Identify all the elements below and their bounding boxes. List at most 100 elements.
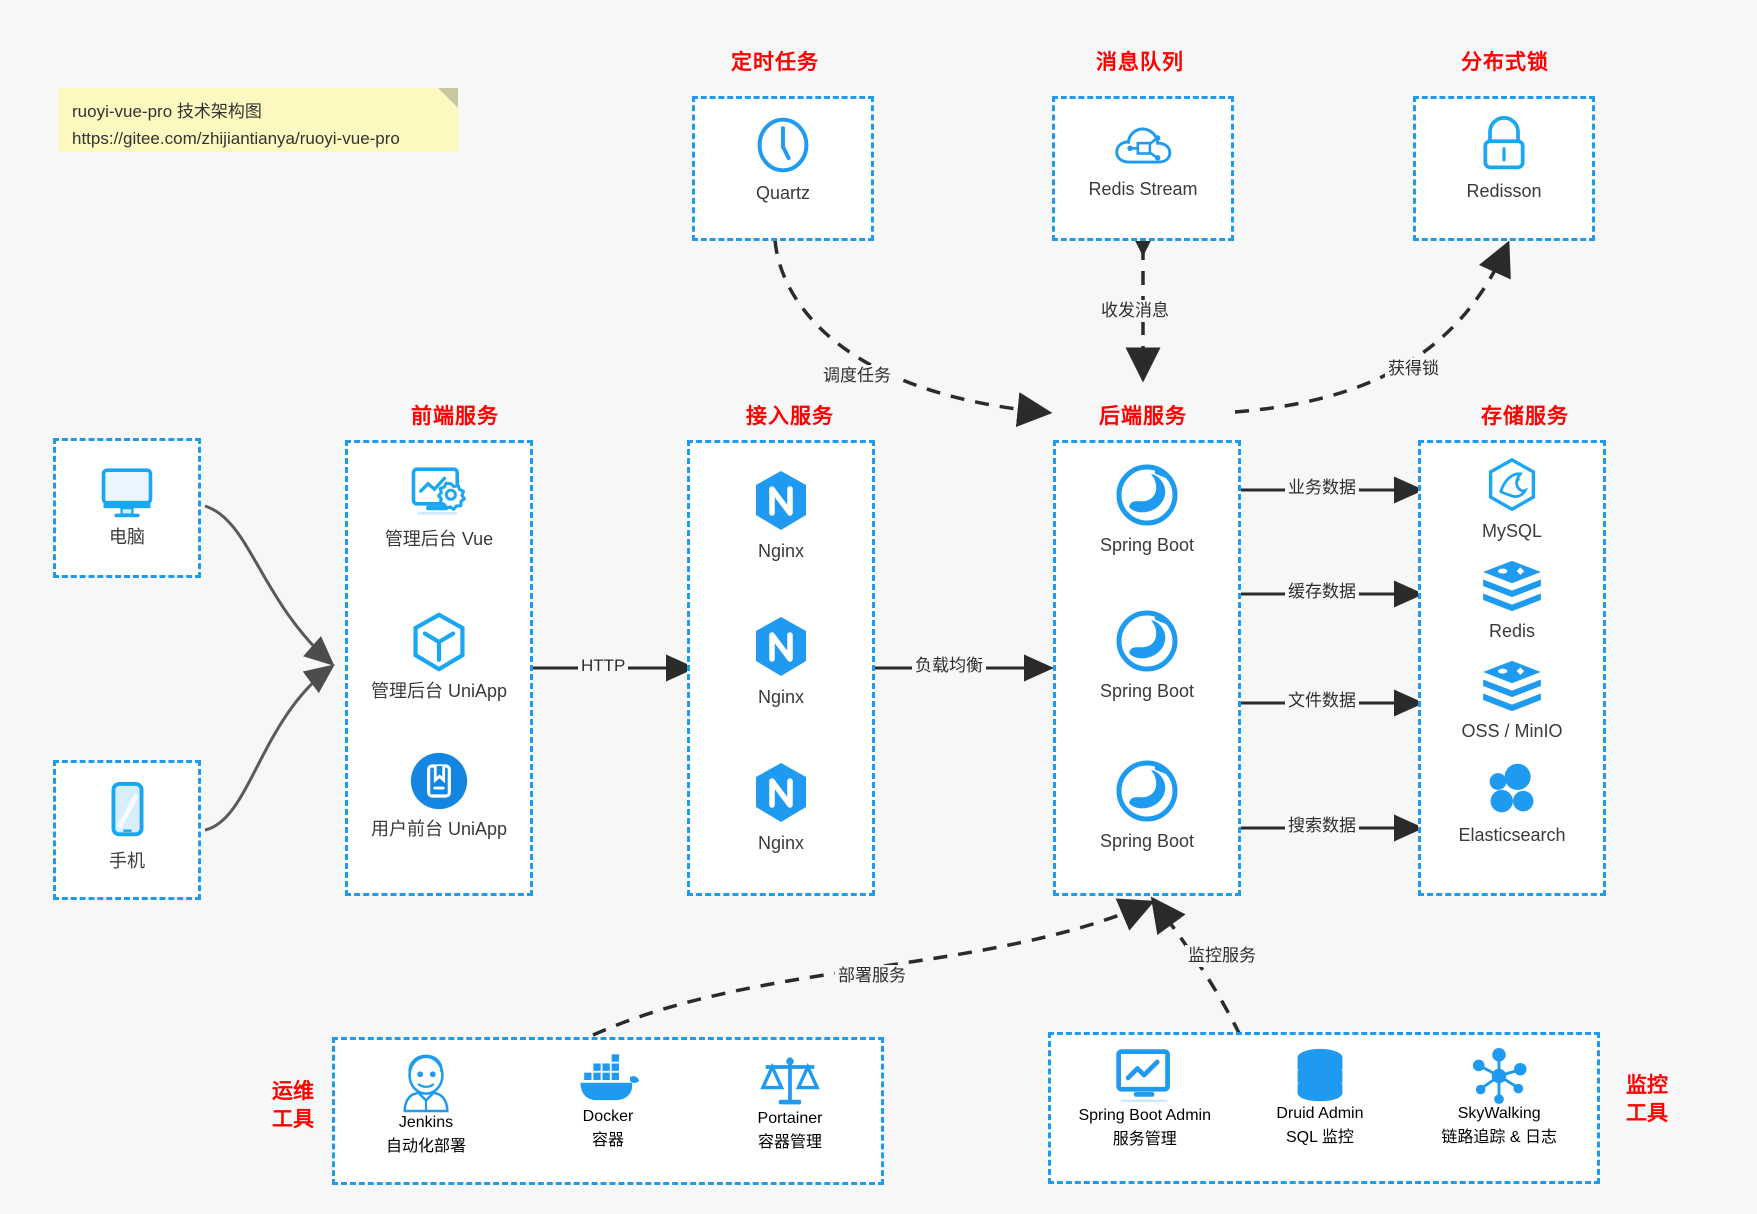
jenkins-icon bbox=[403, 1054, 449, 1113]
group-box-client-desktop: 电脑 bbox=[53, 438, 201, 578]
redis-icon bbox=[1483, 560, 1541, 612]
devops-title-line-1: 运维 bbox=[272, 1080, 314, 1103]
note-fold-corner bbox=[438, 88, 458, 108]
node-admin-vue[interactable]: 管理后台 Vue bbox=[348, 463, 530, 551]
docker-icon bbox=[580, 1054, 640, 1101]
node-label: Spring Boot Admin bbox=[1078, 1107, 1211, 1124]
group-title-storage: 存储服务 bbox=[1481, 405, 1569, 428]
group-title-lock: 分布式锁 bbox=[1461, 51, 1549, 74]
node-sublabel: 容器 bbox=[591, 1132, 624, 1149]
edge-label-acquire-lock: 获得锁 bbox=[1385, 358, 1442, 380]
edge-label-search-data: 搜索数据 bbox=[1285, 815, 1359, 837]
edge-label-file-data: 文件数据 bbox=[1285, 690, 1359, 712]
note-line-2: https://gitee.com/zhijiantianya/ruoyi-vu… bbox=[72, 129, 400, 148]
node-oss-minio[interactable]: OSS / MinIO bbox=[1421, 659, 1603, 743]
node-user-uniapp[interactable]: 用户前台 UniApp bbox=[348, 751, 530, 841]
monitor-chart-icon bbox=[1116, 1049, 1170, 1103]
node-portainer[interactable]: Portainer 容器管理 bbox=[699, 1052, 881, 1156]
group-box-storage: MySQL Redis OSS / MinIO bbox=[1418, 440, 1606, 896]
node-label: MySQL bbox=[1481, 521, 1542, 541]
node-mobile[interactable]: 手机 bbox=[56, 781, 198, 873]
node-nginx-1[interactable]: Nginx bbox=[690, 469, 872, 563]
clock-icon bbox=[757, 117, 809, 173]
redis-icon bbox=[1483, 660, 1541, 712]
group-box-gateway: Nginx Nginx Nginx bbox=[687, 440, 875, 896]
node-spring-boot-admin[interactable]: Spring Boot Admin 服务管理 bbox=[1051, 1047, 1238, 1149]
cube-icon bbox=[413, 612, 465, 672]
node-label: 管理后台 UniApp bbox=[370, 681, 508, 701]
node-label: 管理后台 Vue bbox=[384, 529, 494, 549]
group-box-lock: Redisson bbox=[1413, 96, 1595, 241]
group-box-mq: Redis Stream bbox=[1052, 96, 1234, 241]
node-label: Portainer bbox=[757, 1110, 823, 1127]
group-box-devops: Jenkins 自动化部署 Docker 容器 bbox=[332, 1037, 884, 1185]
node-sublabel: SQL 监控 bbox=[1285, 1129, 1354, 1146]
node-label: Redis Stream bbox=[1088, 179, 1198, 199]
node-jenkins[interactable]: Jenkins 自动化部署 bbox=[335, 1052, 517, 1156]
lock-icon bbox=[1483, 116, 1525, 170]
node-label: SkyWalking bbox=[1457, 1105, 1541, 1122]
monitoring-title-line-2: 工具 bbox=[1626, 1102, 1668, 1125]
node-spring-boot-1[interactable]: Spring Boot bbox=[1056, 463, 1238, 557]
node-admin-uniapp[interactable]: 管理后台 UniApp bbox=[348, 611, 530, 703]
elasticsearch-icon bbox=[1489, 763, 1534, 813]
group-box-backend: Spring Boot Spring Boot Spring Boot bbox=[1053, 440, 1241, 896]
group-box-frontend: 管理后台 Vue 管理后台 UniApp 用户前台 UniApp bbox=[345, 440, 533, 896]
group-box-scheduler: Quartz bbox=[692, 96, 874, 241]
group-box-client-mobile: 手机 bbox=[53, 760, 201, 900]
note-line-1: ruoyi-vue-pro 技术架构图 bbox=[72, 102, 262, 121]
database-icon bbox=[1297, 1048, 1343, 1102]
node-label: Druid Admin bbox=[1276, 1105, 1364, 1122]
edge-label-cache-data: 缓存数据 bbox=[1285, 581, 1359, 603]
group-title-devops: 运维 工具 bbox=[258, 1078, 328, 1134]
edge-label-http: HTTP bbox=[578, 655, 629, 677]
node-redis-stream[interactable]: Redis Stream bbox=[1055, 117, 1231, 201]
spring-icon bbox=[1116, 760, 1178, 822]
node-sublabel: 容器管理 bbox=[757, 1134, 822, 1151]
desktop-icon bbox=[101, 468, 153, 518]
group-title-frontend: 前端服务 bbox=[411, 405, 499, 428]
node-elasticsearch[interactable]: Elasticsearch bbox=[1421, 761, 1603, 847]
edge-label-deploy-service: 部署服务 bbox=[835, 965, 909, 987]
node-label: OSS / MinIO bbox=[1461, 721, 1563, 741]
dashboard-gear-icon bbox=[411, 467, 466, 515]
node-skywalking[interactable]: SkyWalking 链路追踪 & 日志 bbox=[1401, 1047, 1597, 1149]
monitoring-title-line-1: 监控 bbox=[1626, 1074, 1668, 1097]
group-title-backend: 后端服务 bbox=[1099, 405, 1187, 428]
node-mysql[interactable]: MySQL bbox=[1421, 457, 1603, 543]
node-label: 手机 bbox=[109, 851, 145, 871]
node-spring-boot-2[interactable]: Spring Boot bbox=[1056, 609, 1238, 703]
node-label: Redis bbox=[1488, 621, 1536, 641]
node-sublabel: 自动化部署 bbox=[385, 1138, 466, 1155]
node-label: Nginx bbox=[757, 833, 805, 853]
node-quartz[interactable]: Quartz bbox=[695, 115, 871, 205]
spring-icon bbox=[1116, 610, 1178, 672]
node-label: Spring Boot bbox=[1099, 535, 1195, 555]
node-nginx-3[interactable]: Nginx bbox=[690, 761, 872, 855]
node-label: Spring Boot bbox=[1099, 831, 1195, 851]
node-druid-admin[interactable]: Druid Admin SQL 监控 bbox=[1238, 1047, 1401, 1149]
node-label: Docker bbox=[582, 1108, 634, 1125]
node-label: Nginx bbox=[757, 541, 805, 561]
node-label: Redisson bbox=[1466, 181, 1542, 201]
nginx-icon bbox=[756, 617, 806, 676]
node-label: Elasticsearch bbox=[1458, 825, 1566, 845]
edge-label-send-receive-message: 收发消息 bbox=[1098, 300, 1172, 322]
node-desktop[interactable]: 电脑 bbox=[56, 463, 198, 549]
node-label: Jenkins bbox=[398, 1114, 454, 1131]
skywalking-icon bbox=[1473, 1047, 1527, 1105]
mysql-icon bbox=[1488, 457, 1536, 512]
node-redisson[interactable]: Redisson bbox=[1416, 115, 1592, 203]
group-box-monitoring: Spring Boot Admin 服务管理 Druid Admin SQL 监… bbox=[1048, 1032, 1600, 1184]
node-spring-boot-3[interactable]: Spring Boot bbox=[1056, 759, 1238, 853]
spring-icon bbox=[1116, 464, 1178, 526]
node-label: 电脑 bbox=[109, 527, 145, 547]
node-nginx-2[interactable]: Nginx bbox=[690, 615, 872, 709]
group-title-mq: 消息队列 bbox=[1096, 51, 1184, 74]
node-docker[interactable]: Docker 容器 bbox=[517, 1052, 699, 1156]
node-label: 用户前台 UniApp bbox=[370, 819, 508, 839]
group-title-gateway: 接入服务 bbox=[746, 405, 834, 428]
node-sublabel: 服务管理 bbox=[1112, 1131, 1177, 1148]
node-redis[interactable]: Redis bbox=[1421, 559, 1603, 643]
